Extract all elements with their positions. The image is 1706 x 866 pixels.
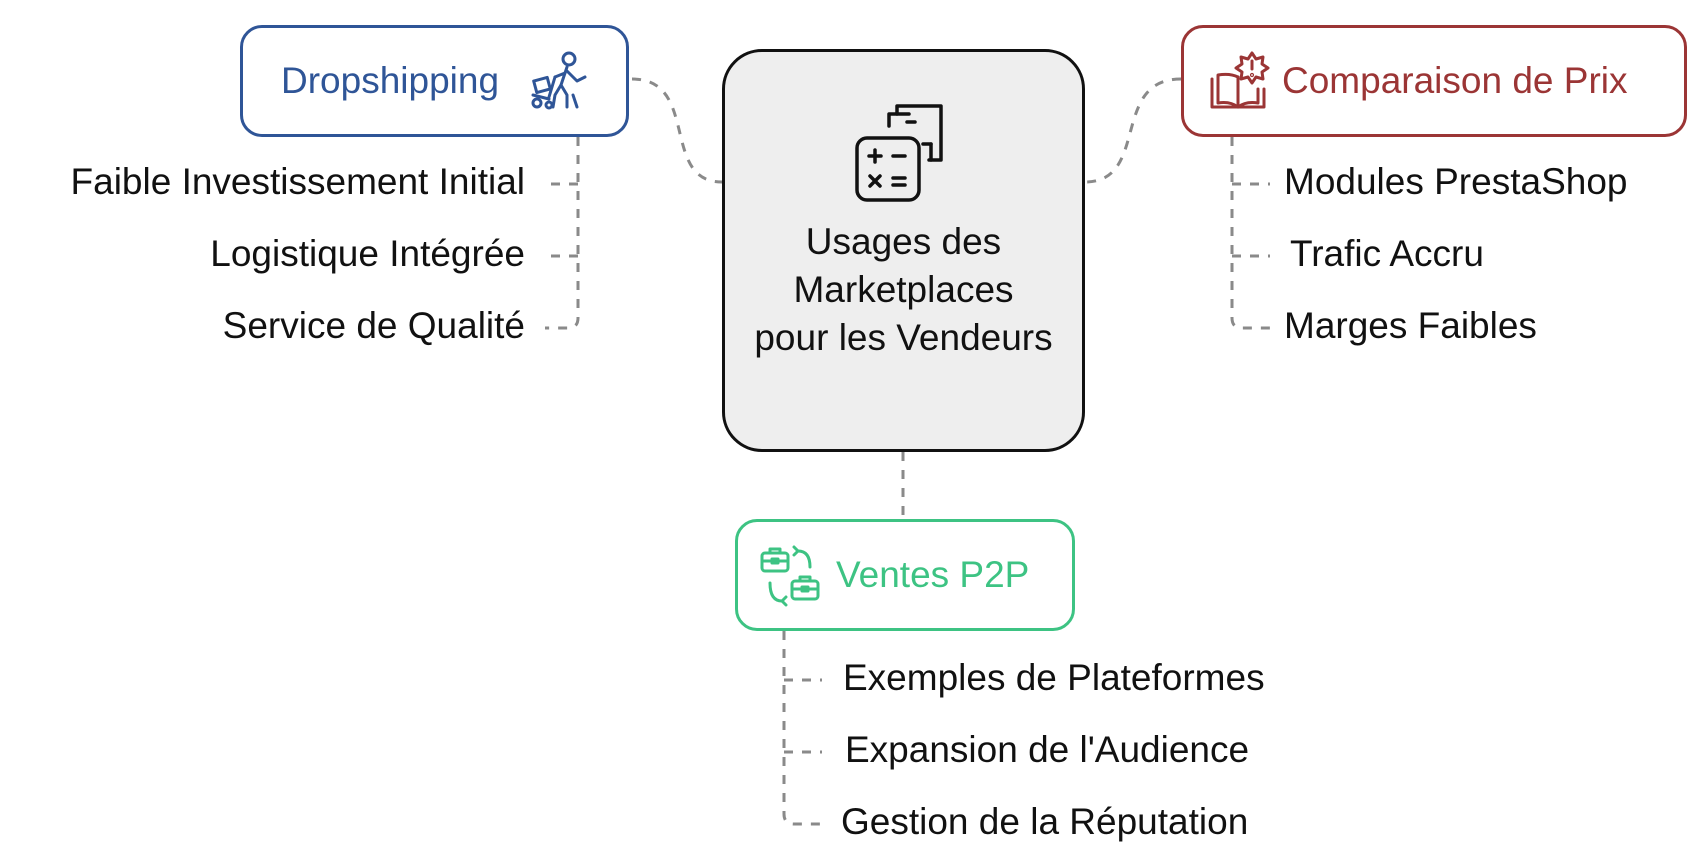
connector-dropshipping-trunk (545, 137, 580, 330)
category-node-ventes-p2p: Ventes P2P (735, 519, 1075, 631)
category-label-dropshipping: Dropshipping (281, 60, 500, 101)
central-node: Usages des Marketplaces pour les Vendeur… (722, 49, 1085, 452)
category-node-dropshipping: Dropshipping (240, 25, 629, 137)
leaf-logistique-integree: Logistique Intégrée (210, 233, 525, 274)
leaf-service-qualite: Service de Qualité (222, 305, 525, 346)
connector-p2p-trunk (782, 631, 822, 826)
central-node-title: Usages des Marketplaces pour les Vendeur… (754, 221, 1053, 358)
book-alert-icon (1210, 51, 1270, 109)
leaf-trafic-accru: Trafic Accru (1290, 233, 1484, 274)
leaf-exemples-plateformes: Exemples de Plateformes (843, 657, 1265, 698)
connector-center-prix (1084, 77, 1182, 184)
connector-center-dropshipping (631, 77, 723, 184)
calculator-documents-icon (854, 104, 943, 202)
connector-prix-trunk (1230, 137, 1270, 330)
leaf-modules-prestashop: Modules PrestaShop (1284, 161, 1628, 202)
delivery-person-trolley-icon (531, 51, 587, 110)
category-node-comparaison-prix: Comparaison de Prix (1181, 25, 1687, 137)
category-label-comparaison-prix: Comparaison de Prix (1282, 60, 1628, 101)
leaf-gestion-reputation: Gestion de la Réputation (841, 801, 1249, 842)
leaf-marges-faibles: Marges Faibles (1284, 305, 1537, 346)
category-label-ventes-p2p: Ventes P2P (836, 554, 1030, 595)
leaf-expansion-audience: Expansion de l'Audience (845, 729, 1250, 770)
leaf-faible-investissement: Faible Investissement Initial (70, 161, 525, 202)
briefcase-exchange-icon (760, 545, 820, 607)
